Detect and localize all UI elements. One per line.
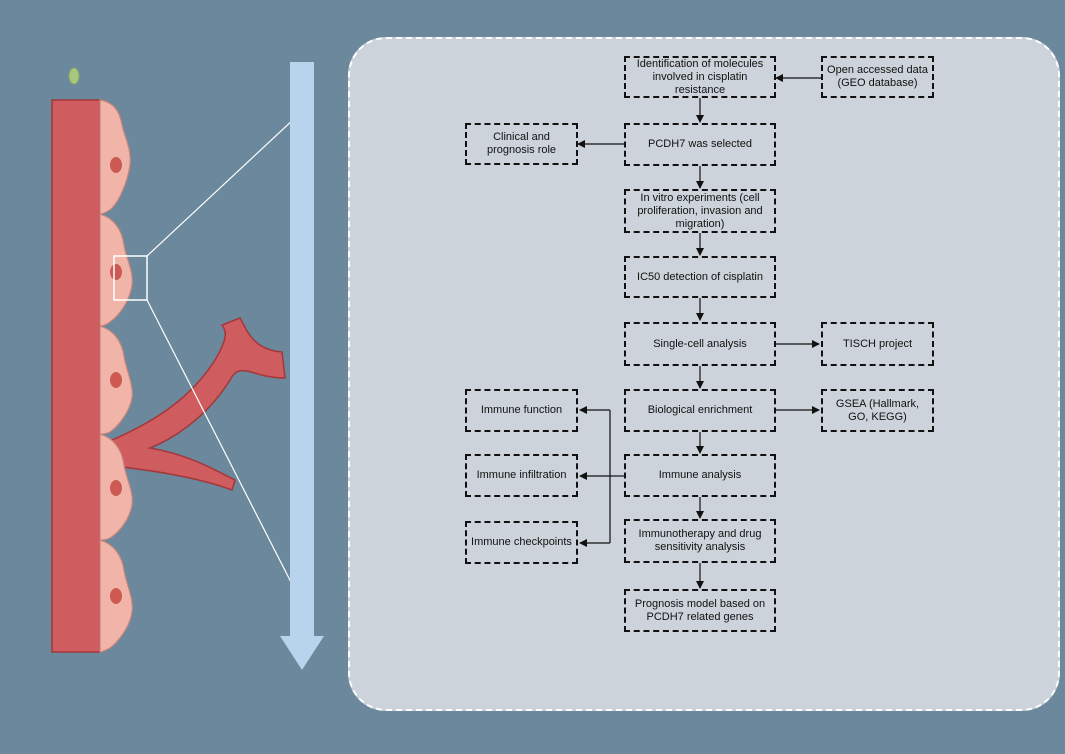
zoom-box xyxy=(113,255,148,301)
box-biological: Biological enrichment xyxy=(624,389,776,432)
box-immunotherapy: Immunotherapy and drug sensitivity analy… xyxy=(624,519,776,563)
nucleus xyxy=(110,372,122,388)
box-single-cell: Single-cell analysis xyxy=(624,322,776,366)
nucleus xyxy=(110,157,122,173)
box-immune-function: Immune function xyxy=(465,389,578,432)
nucleus xyxy=(110,588,122,604)
nucleus xyxy=(110,264,122,280)
box-immune-analysis: Immune analysis xyxy=(624,454,776,497)
box-gsea: GSEA (Hallmark, GO, KEGG) xyxy=(821,389,934,432)
box-immune-infiltration: Immune infiltration xyxy=(465,454,578,497)
box-prognosis-model: Prognosis model based on PCDH7 related g… xyxy=(624,589,776,632)
nucleus xyxy=(110,480,122,496)
down-arrow-icon xyxy=(280,62,324,670)
box-pcdh7: PCDH7 was selected xyxy=(624,123,776,166)
vessel-branch xyxy=(99,317,286,491)
box-identification: Identification of molecules involved in … xyxy=(624,56,776,98)
box-ic50: IC50 detection of cisplatin xyxy=(624,256,776,298)
box-in-vitro: In vitro experiments (cell proliferation… xyxy=(624,189,776,233)
box-open-data: Open accessed data (GEO database) xyxy=(821,56,934,98)
zoom-line xyxy=(146,117,296,257)
zoom-line xyxy=(146,299,296,591)
box-clinical: Clinical and prognosis role xyxy=(465,123,578,165)
endothelial-cells xyxy=(99,99,133,653)
particle xyxy=(68,67,80,85)
box-immune-checkpoints: Immune checkpoints xyxy=(465,521,578,564)
box-tisch: TISCH project xyxy=(821,322,934,366)
